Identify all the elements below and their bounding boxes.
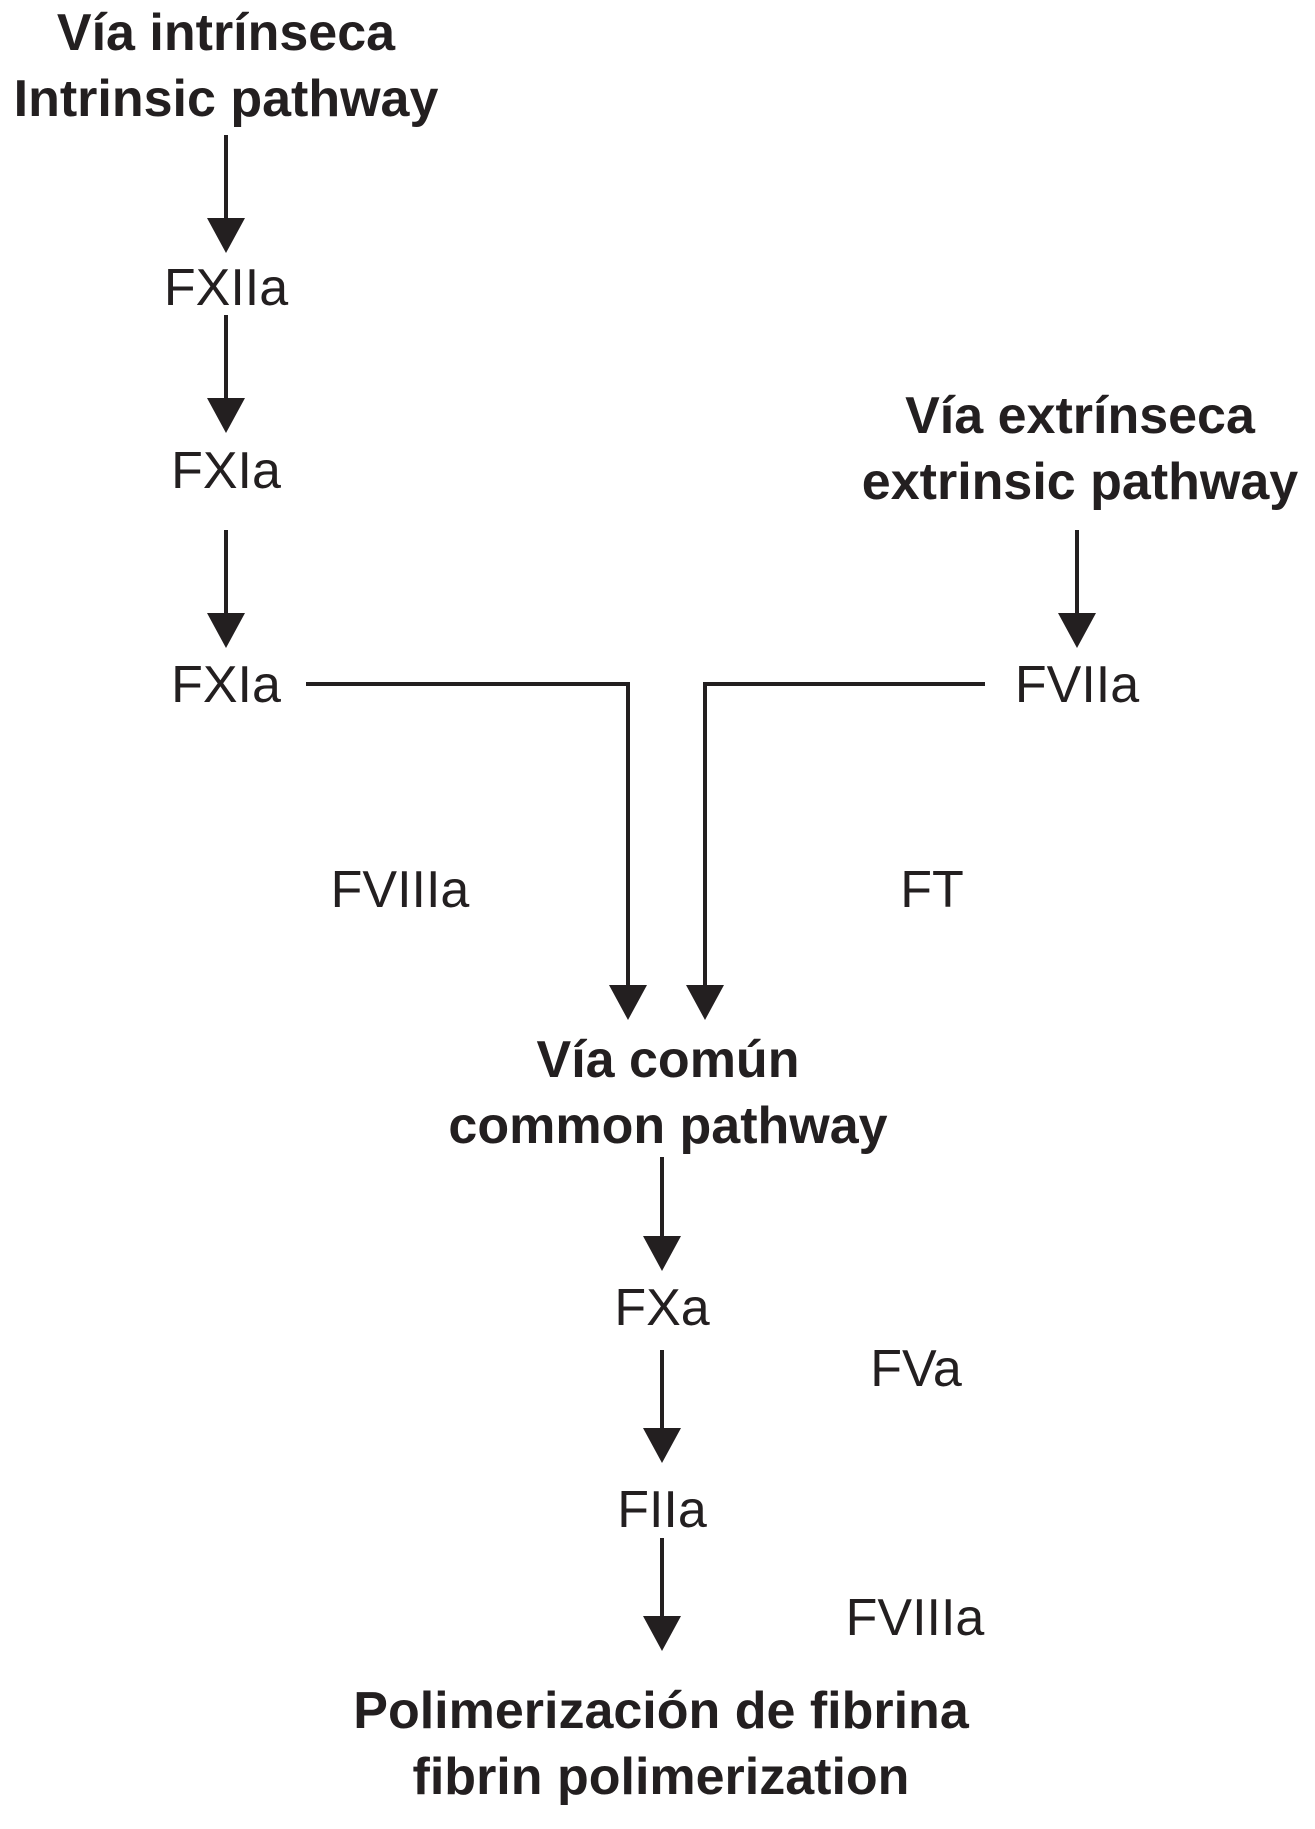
arrowhead-fiia (643, 1428, 681, 1463)
extrinsic-pathway-title: Vía extrínseca extrinsic pathway (862, 383, 1298, 515)
factor-fiia: FIIa (617, 1481, 707, 1539)
cofactor-fva: FVa (870, 1340, 962, 1398)
common-pathway-title: Vía común common pathway (448, 1027, 887, 1159)
arrowhead-fviia (1058, 613, 1096, 648)
fibrin-polymerization-title: Polimerización de fibrina fibrin polimer… (353, 1678, 968, 1810)
cofactor-fviiia-common: FVIIIa (845, 1589, 985, 1647)
connector-intrinsic-to-common (306, 682, 630, 985)
factor-fxa: FXa (614, 1279, 710, 1337)
connector-extrinsic-to-common (703, 682, 985, 985)
cofactor-fviiia-intrinsic: FVIIIa (330, 861, 470, 919)
arrowhead-common-left (609, 985, 647, 1020)
factor-fxia-1: FXIa (171, 442, 281, 500)
factor-fviia: FVIIa (1014, 656, 1140, 714)
extrinsic-title-en: extrinsic pathway (861, 453, 1299, 511)
arrowhead-fibrin (643, 1616, 681, 1651)
intrinsic-title-es: Vía intrínseca (56, 4, 396, 62)
extrinsic-title-es: Vía extrínseca (905, 387, 1255, 445)
arrowhead-fxiia (207, 218, 245, 253)
arrowhead-fxia-2 (207, 613, 245, 648)
factor-fxia-2: FXIa (171, 656, 281, 714)
common-title-en: common pathway (448, 1097, 888, 1155)
arrowhead-common-right (686, 985, 724, 1020)
result-title-es: Polimerización de fibrina (353, 1682, 969, 1740)
intrinsic-pathway-title: Vía intrínseca Intrinsic pathway (14, 0, 439, 132)
arrowhead-fxa (643, 1236, 681, 1271)
factor-fxiia: FXIIa (163, 259, 289, 317)
cofactor-ft: FT (900, 861, 964, 919)
arrowhead-fxia-1 (207, 398, 245, 433)
common-title-es: Vía común (536, 1031, 800, 1089)
intrinsic-title-en: Intrinsic pathway (13, 70, 439, 128)
result-title-en: fibrin polimerization (412, 1748, 910, 1806)
